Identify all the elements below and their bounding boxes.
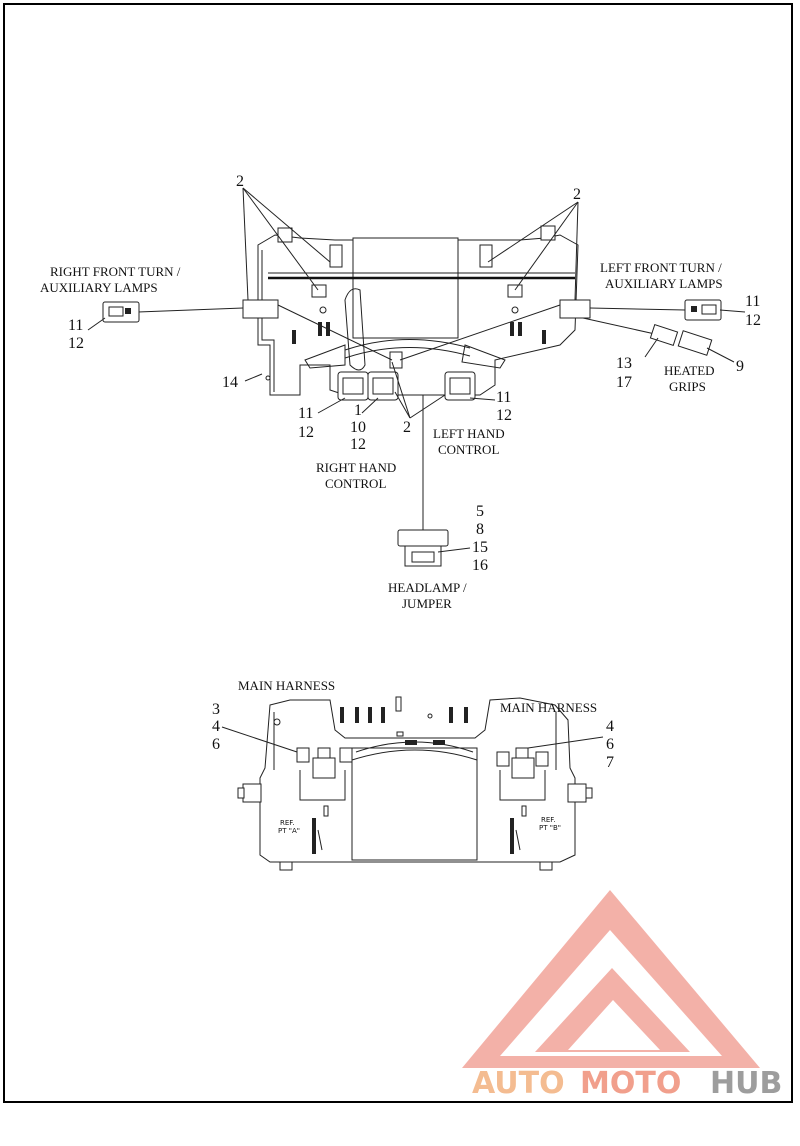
callout-2-right: 2 <box>573 186 581 203</box>
watermark-moto: MOTO <box>580 1066 681 1101</box>
callout-9: 9 <box>736 358 744 375</box>
automotohub-watermark: AUTO MOTO HUB <box>462 890 782 1101</box>
callout-1: 1 <box>354 402 362 419</box>
upper-callouts: 2 2 2 11 12 11 12 14 11 12 1 10 12 11 12… <box>68 173 761 574</box>
label-left-front-turn-1: LEFT FRONT TURN / <box>600 260 722 275</box>
label-headlamp-2: JUMPER <box>402 596 452 611</box>
label-right-hand-control-2: CONTROL <box>325 476 386 491</box>
left-hand-control-connector <box>444 371 476 401</box>
label-heated-grips-1: HEATED <box>664 363 715 378</box>
callout-16: 16 <box>472 557 488 574</box>
label-ref-a-2: PT "A" <box>278 827 300 835</box>
watermark-auto: AUTO <box>472 1066 565 1101</box>
callout-17: 17 <box>616 374 632 391</box>
callout-4-right: 4 <box>606 718 614 735</box>
callout-7: 7 <box>606 754 614 771</box>
callout-8: 8 <box>476 521 484 538</box>
upper-labels: RIGHT FRONT TURN / AUXILIARY LAMPS LEFT … <box>40 260 723 611</box>
callout-15: 15 <box>472 539 488 556</box>
label-right-front-turn-2: AUXILIARY LAMPS <box>40 280 158 295</box>
right-hand-control-connectors <box>337 371 399 401</box>
callout-12-right-lamp: 12 <box>68 335 84 352</box>
label-main-harness-left: MAIN HARNESS <box>238 678 335 693</box>
label-right-hand-control-1: RIGHT HAND <box>316 460 396 475</box>
label-ref-b-1: REF. <box>541 816 555 824</box>
heated-grips-connectors <box>649 324 713 356</box>
label-right-front-turn-1: RIGHT FRONT TURN / <box>50 264 181 279</box>
watermark-hub: HUB <box>710 1066 782 1101</box>
callout-6-right: 6 <box>606 736 614 753</box>
callout-10: 10 <box>350 419 366 436</box>
lower-leader-lines <box>221 726 604 753</box>
callout-11-left-lamp: 11 <box>745 293 760 310</box>
callout-12-lhc: 12 <box>496 407 512 424</box>
callout-14: 14 <box>222 374 238 391</box>
lower-callouts: 3 4 6 4 6 7 <box>212 701 614 771</box>
lower-labels: MAIN HARNESS MAIN HARNESS REF. PT "A" RE… <box>238 678 597 835</box>
label-left-hand-control-2: CONTROL <box>438 442 499 457</box>
right-front-turn-connector <box>102 301 140 323</box>
callout-11-right-lamp: 11 <box>68 317 83 334</box>
label-left-hand-control-1: LEFT HAND <box>433 426 505 441</box>
callout-4-left: 4 <box>212 718 220 735</box>
callout-12-rhc: 12 <box>298 424 314 441</box>
headlamp-jumper-connector <box>397 529 449 567</box>
upper-leader-lines <box>87 187 746 553</box>
label-left-front-turn-2: AUXILIARY LAMPS <box>605 276 723 291</box>
callout-5: 5 <box>476 503 484 520</box>
callout-11-lhc: 11 <box>496 389 511 406</box>
callout-2-bottom: 2 <box>403 419 411 436</box>
callout-12-rhc-b: 12 <box>350 436 366 453</box>
lower-bracket-assembly <box>237 696 593 871</box>
label-ref-b-2: PT "B" <box>539 824 561 832</box>
label-ref-a-1: REF. <box>280 819 294 827</box>
callout-12-left-lamp: 12 <box>745 312 761 329</box>
upper-wires <box>137 304 686 530</box>
callout-3: 3 <box>212 701 220 718</box>
callout-13: 13 <box>616 355 632 372</box>
callout-2-left: 2 <box>236 173 244 190</box>
left-front-turn-connector <box>684 299 722 321</box>
label-main-harness-right: MAIN HARNESS <box>500 700 597 715</box>
label-heated-grips-2: GRIPS <box>669 379 706 394</box>
callout-6-left: 6 <box>212 736 220 753</box>
label-headlamp-1: HEADLAMP / <box>388 580 467 595</box>
callout-11-rhc: 11 <box>298 405 313 422</box>
page-frame <box>3 3 793 1103</box>
